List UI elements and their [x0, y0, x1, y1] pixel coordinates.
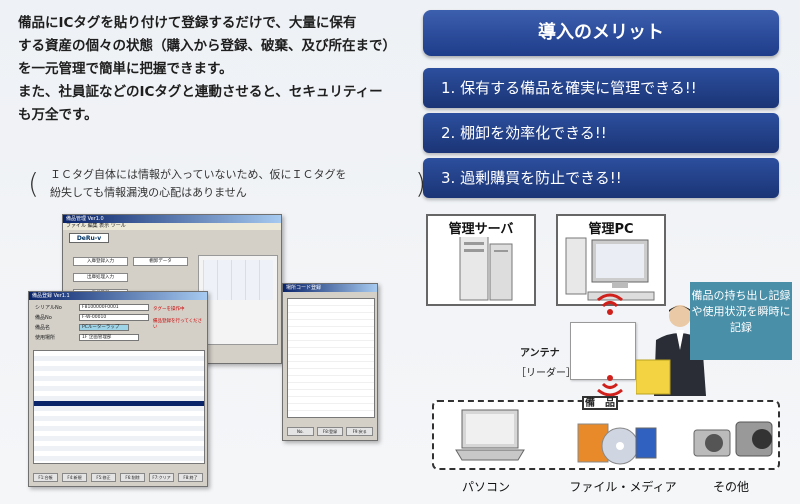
item-table[interactable] [33, 350, 205, 464]
intro-line: を一元管理で簡単に把握できます。 [18, 61, 233, 77]
receive-button[interactable]: 入庫登録入力 [73, 257, 128, 266]
item-other-label: その他 [712, 480, 749, 494]
laptop-icon [455, 409, 525, 461]
fkey-button[interactable]: F6:削除 [120, 473, 145, 482]
antenna-label: アンテナ [520, 348, 560, 359]
field-label: シリアルNo [35, 305, 62, 311]
merit-item: 2. 棚卸を効率化できる!! [423, 113, 779, 153]
function-key-bar: F1:台帳 F4:新規 F5:修正 F6:削除 F7:クリア F8:終了 [33, 473, 203, 482]
items-label: 備 品 [582, 396, 618, 410]
callout-box: 備品の持ち出し記録や使用状況を瞬時に記録 [690, 282, 792, 360]
media-icon [577, 423, 657, 465]
close-paren: ) [415, 167, 426, 200]
fkey-button[interactable]: F8:登録 [316, 427, 344, 436]
intro-line: 備品にICタグを貼り付けて登録するだけで、大量に保有 [18, 15, 357, 31]
app-logo: DeRu-v [69, 233, 109, 243]
field-label: 備品名 [35, 325, 51, 331]
item-name-field[interactable]: PCルーターラップ [79, 324, 129, 331]
pc-icon [565, 237, 655, 301]
security-note: ( ＩＣタグ自体には情報が入っていないため、仮にＩＣタグを 紛失しても情報漏洩の… [28, 166, 426, 202]
menu-bar: ファイル 編集 表示 ツール [63, 223, 281, 230]
pc-label: 管理PC [576, 218, 646, 237]
fkey-button[interactable]: F5:修正 [91, 473, 116, 482]
location-table[interactable] [287, 298, 375, 418]
intro-line: また、社員証などのICタグと連動させると、セキュリティー [18, 84, 383, 100]
registration-window: 備品登録 Ver1.1 シリアルNo F8100000F0001 備品No F-… [28, 291, 208, 487]
status-message: タグーを操作中 [153, 307, 185, 312]
merit-item: 1. 保有する備品を確実に管理できる!! [423, 68, 779, 108]
field-label: 使用場所 [35, 335, 56, 341]
item-no-field[interactable]: F-W-00010 [79, 314, 149, 321]
note-line: ＩＣタグ自体には情報が入っていないため、仮にＩＣタグを [50, 168, 347, 181]
window-titlebar: 備品登録 Ver1.1 [29, 292, 207, 300]
field-label: 備品No [35, 315, 52, 321]
item-pc-label: パソコン [461, 480, 510, 494]
window-titlebar: 備品管理 Ver1.0 [63, 215, 281, 223]
fkey-button[interactable]: F9:戻る [346, 427, 374, 436]
instruction-message: 備品登録を行ってください [153, 319, 203, 330]
signal-icon [597, 293, 623, 315]
camera-icon [693, 421, 773, 457]
open-paren: ( [28, 167, 39, 200]
intro-text: 備品にICタグを貼り付けて登録するだけで、大量に保有 する資産の個々の状態（購入… [18, 12, 413, 127]
intro-line: する資産の個々の状態（購入から登録、破棄、及び所在まで） [18, 38, 396, 54]
server-icon [459, 235, 513, 301]
fkey-button[interactable]: F8:終了 [178, 473, 203, 482]
selected-row[interactable] [34, 401, 204, 406]
intro-line: も万全です。 [18, 107, 98, 123]
fkey-button[interactable]: F7:クリア [149, 473, 174, 482]
inventory-button[interactable]: 棚卸データ [133, 257, 188, 266]
fkey-button[interactable]: No. [287, 427, 314, 436]
fkey-button[interactable]: F1:台帳 [33, 473, 58, 482]
function-key-bar: No. F8:登録 F9:戻る [287, 427, 374, 436]
location-code-window: 場所コード登録 No. F8:登録 F9:戻る [282, 283, 378, 441]
location-field[interactable]: 1F 企画管理部 [79, 334, 139, 341]
server-label: 管理サーバ [436, 218, 526, 237]
merits-heading: 導入のメリット [423, 10, 779, 56]
signal-icon [597, 375, 623, 397]
serial-field[interactable]: F8100000F0001 [79, 304, 149, 311]
antenna-reader-icon [570, 322, 636, 380]
issue-button[interactable]: 出庫処理入力 [73, 273, 128, 282]
merit-item: 3. 過剰購買を防止できる!! [423, 158, 779, 198]
preview-grid [203, 260, 273, 300]
window-titlebar: 場所コード登録 [283, 284, 377, 292]
note-line: 紛失しても情報漏洩の心配はありません [50, 186, 247, 199]
item-media-label: ファイル・メディア [569, 480, 677, 494]
reader-label: ［リーダー］ [516, 368, 576, 379]
fkey-button[interactable]: F4:新規 [62, 473, 87, 482]
